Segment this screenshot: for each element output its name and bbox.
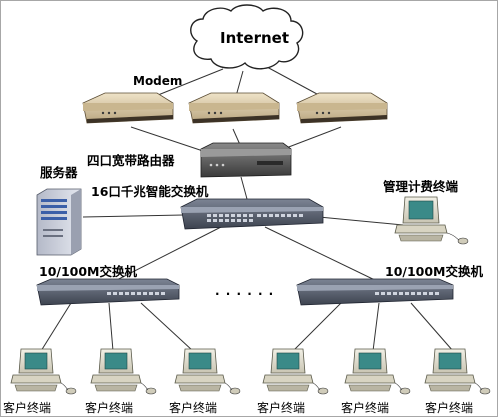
server-label: 服务器: [40, 165, 78, 180]
client-terminal-1-label: 客户终端: [3, 401, 52, 415]
link-core-switch-right: [264, 226, 382, 284]
core-switch-label: 16口千兆智能交换机: [91, 184, 209, 199]
modem-right-icon: [296, 92, 388, 124]
client-terminal-6-label: 客户终端: [425, 401, 474, 415]
client-terminal-2-icon: [90, 348, 157, 395]
link-core-switch-left: [110, 226, 222, 284]
link-sw-left-pc2: [108, 302, 114, 352]
router-icon: [200, 142, 292, 178]
link-sw-right-pc6: [410, 302, 454, 352]
ellipsis-label: · · · · · ·: [215, 287, 275, 301]
client-terminal-6-icon: [424, 348, 491, 395]
client-terminal-2-label: 客户终端: [85, 401, 134, 415]
link-core-billing: [318, 216, 404, 226]
modem-label: Modem: [133, 74, 183, 88]
link-sw-right-pc4: [292, 302, 342, 352]
link-router-core: [240, 176, 248, 200]
client-terminal-5-label: 客户终端: [341, 401, 390, 415]
switch-right-icon: [296, 278, 454, 306]
internet-cloud-icon: [190, 4, 304, 70]
link-modem-left-router: [130, 126, 210, 154]
link-sw-left-pc1: [40, 302, 72, 352]
internet-label: Internet: [220, 29, 290, 47]
core-switch-icon: [180, 198, 324, 230]
client-terminal-3-label: 客户终端: [169, 401, 218, 415]
connection-lines: [40, 66, 454, 352]
client-terminal-4-label: 客户终端: [257, 401, 306, 415]
client-terminal-3-icon: [174, 348, 241, 395]
switch-left-label: 10/100M交换机: [39, 264, 137, 279]
billing-terminal-icon: [394, 196, 469, 245]
router-label: 四口宽带路由器: [87, 153, 175, 168]
client-terminal-5-icon: [344, 348, 411, 395]
client-terminal-1-icon: [10, 348, 77, 395]
modem-middle-icon: [188, 92, 280, 124]
server-icon: [36, 188, 82, 256]
switch-left-icon: [36, 278, 180, 306]
modem-left-icon: [82, 92, 174, 124]
link-sw-right-pc5: [372, 302, 380, 352]
billing-terminal-label: 管理计费终端: [383, 179, 459, 194]
link-server-core: [82, 214, 184, 218]
client-terminal-4-icon: [262, 348, 329, 395]
switch-right-label: 10/100M交换机: [385, 264, 483, 279]
link-sw-left-pc3: [140, 302, 194, 352]
